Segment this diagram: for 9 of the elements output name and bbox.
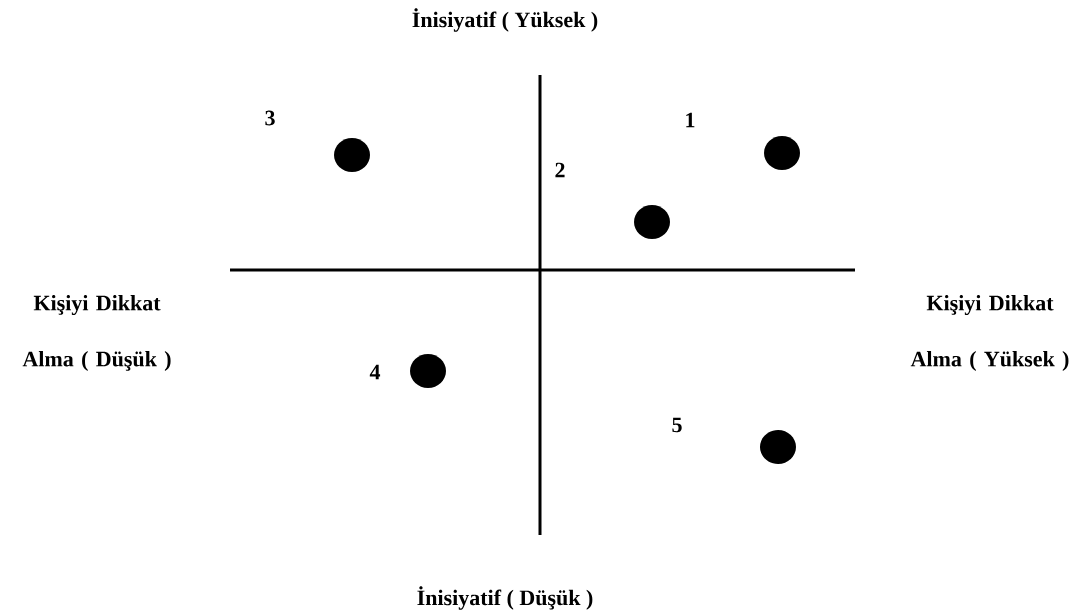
- point-number: 2: [555, 162, 565, 178]
- point-number: 1: [686, 112, 695, 128]
- axis-label: İnisiyatif ( Yüksek ): [412, 8, 598, 32]
- point-number: 3: [265, 110, 275, 126]
- axis-label: Kişiyi Dikkat Alma ( Düşük ): [22, 295, 171, 371]
- axis-label: İnisiyatif ( Düşük ): [417, 586, 593, 610]
- point-number: 4: [369, 364, 381, 380]
- point-number: 5: [672, 417, 682, 433]
- axis-label: Kişiyi Dikkat Alma ( Yüksek ): [910, 295, 1069, 371]
